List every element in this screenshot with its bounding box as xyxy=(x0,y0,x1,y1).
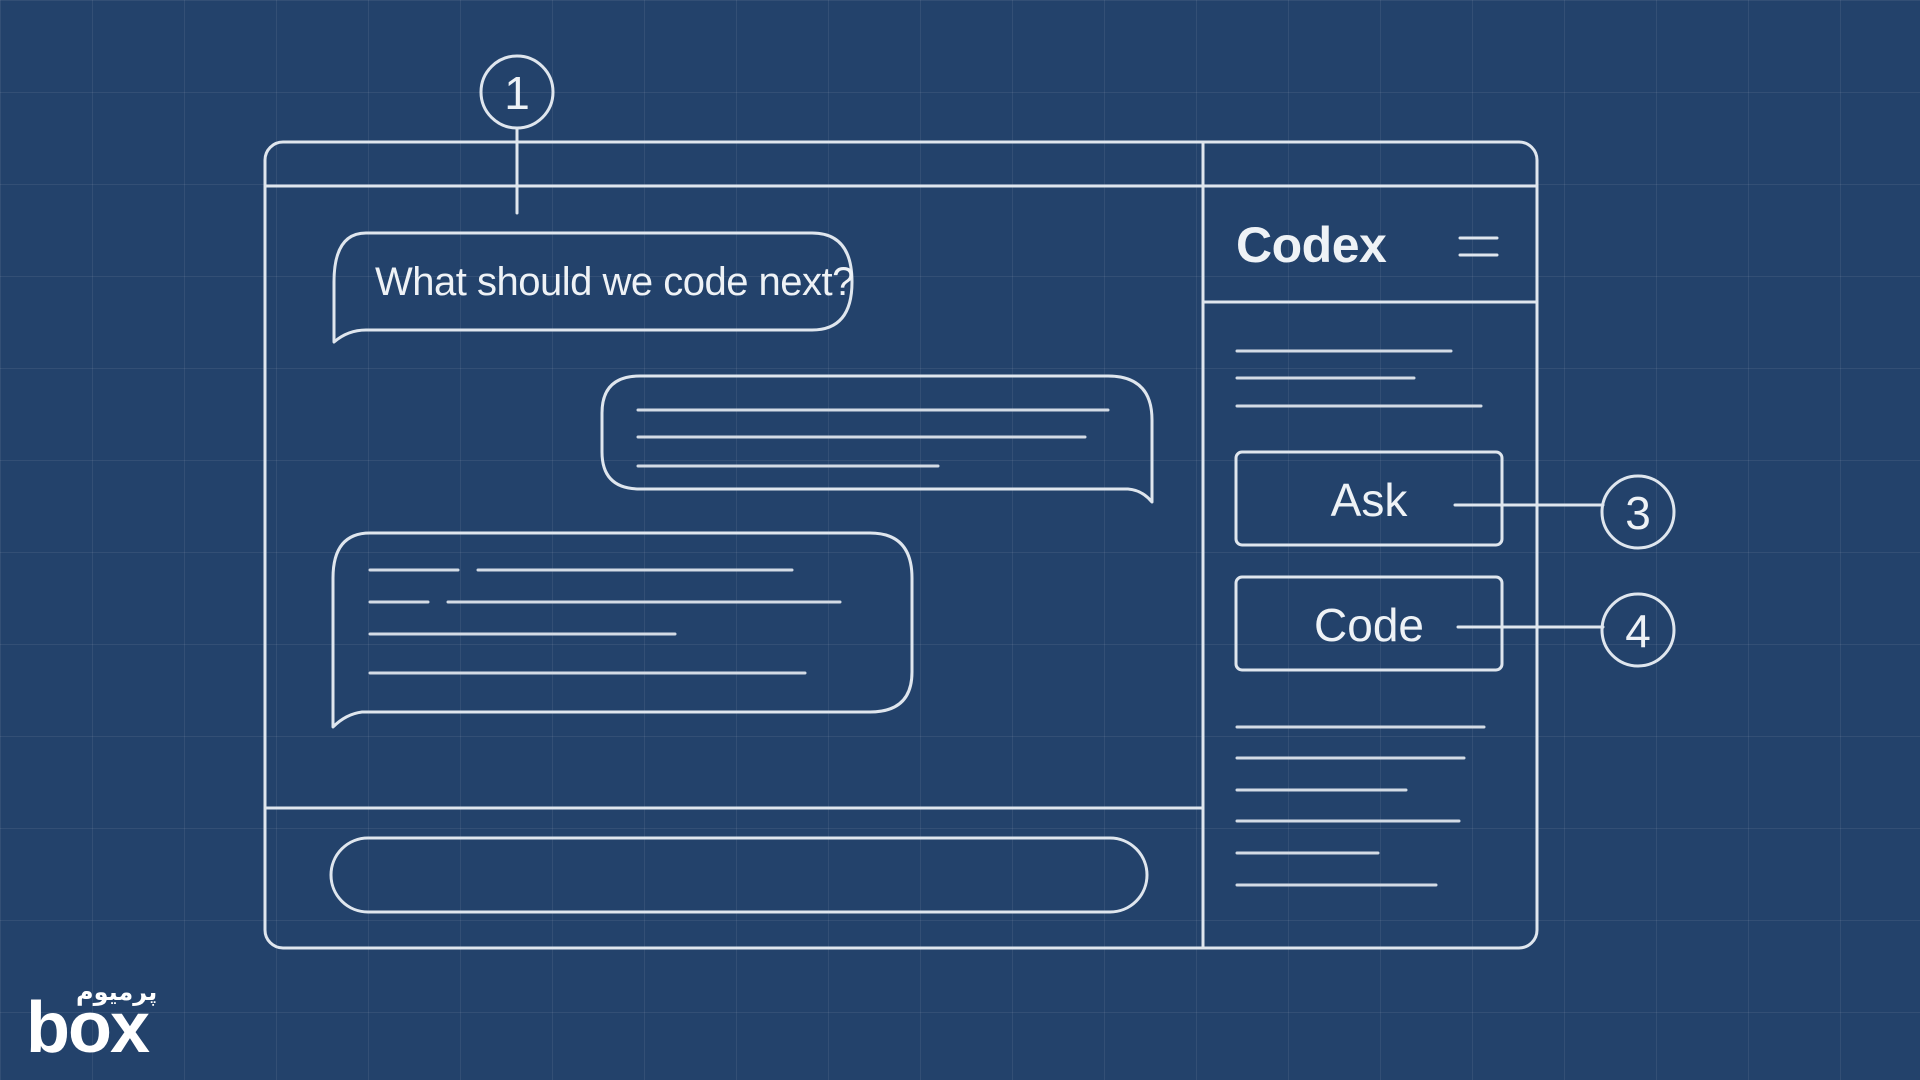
composer-input[interactable] xyxy=(331,838,1147,912)
callout-1-number: 1 xyxy=(504,67,530,119)
logo-main-text: box xyxy=(26,988,150,1068)
callout-3-number: 3 xyxy=(1625,487,1651,539)
code-button-label: Code xyxy=(1314,599,1424,651)
ask-button[interactable]: Ask xyxy=(1236,452,1502,545)
composer-input-outline xyxy=(329,836,1149,914)
menu-icon[interactable] xyxy=(1452,226,1506,268)
prompt-bubble xyxy=(332,231,854,344)
prompt-bubble-text: What should we code next? xyxy=(375,260,854,304)
callout-3-circle xyxy=(1600,474,1676,550)
logo: پرمیوم box xyxy=(26,978,166,1064)
ask-button-outline xyxy=(1234,450,1504,547)
message-bubble xyxy=(331,531,914,729)
logo-top-text: پرمیوم xyxy=(76,978,158,1006)
code-button[interactable]: Code xyxy=(1236,577,1502,670)
callout-4-number: 4 xyxy=(1625,605,1651,657)
ask-button-label: Ask xyxy=(1330,474,1408,526)
callout-4-circle xyxy=(1600,592,1676,668)
code-button-outline xyxy=(1234,575,1504,672)
sidebar-title: Codex xyxy=(1236,217,1387,273)
app-window-frame xyxy=(263,140,1539,950)
response-bubble xyxy=(600,374,1154,504)
